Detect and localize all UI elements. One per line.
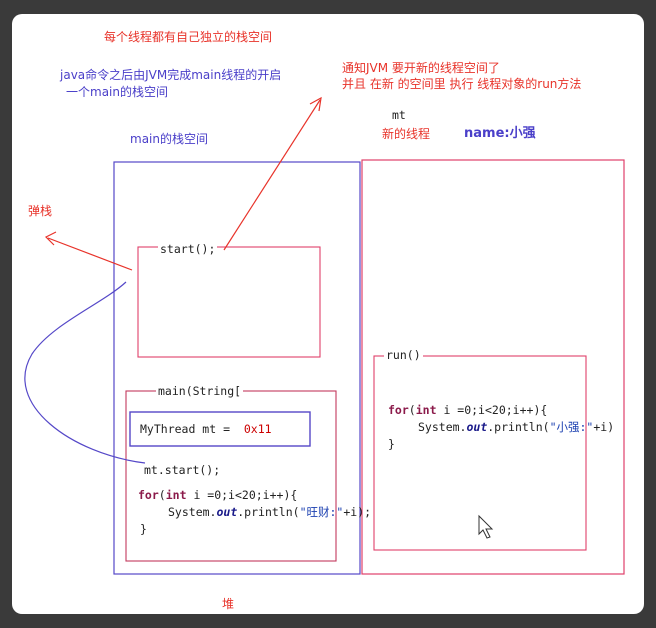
heap-label: 堆 <box>222 597 235 611</box>
run-println-line: System.out.println("小强:"+i) <box>418 420 615 434</box>
new-thread-box <box>361 159 625 575</box>
main-stack-box <box>113 161 361 575</box>
mt-label: mt <box>392 108 406 122</box>
note-java-cmd-1: java命令之后由JVM完成main线程的开启 <box>60 68 282 82</box>
name-label: name:小强 <box>464 126 536 141</box>
diagram-canvas: 每个线程都有自己独立的栈空间 java命令之后由JVM完成main线程的开启 一… <box>12 14 644 614</box>
note-java-cmd-2: 一个main的栈空间 <box>66 85 168 99</box>
pop-arrow <box>47 237 133 271</box>
new-thread-label: 新的线程 <box>382 127 431 141</box>
main-for-line: for(int i =0;i<20;i++){ <box>138 488 298 502</box>
pop-stack-label: 弹栈 <box>28 204 53 218</box>
address-value: 0x11 <box>243 422 272 436</box>
main-close-brace: } <box>140 522 147 536</box>
cursor-icon <box>478 514 494 539</box>
start-call: start(); <box>158 242 218 257</box>
start-frame-box <box>137 246 321 358</box>
run-for-line: for(int i =0;i<20;i++){ <box>388 403 548 417</box>
run-close-brace: } <box>388 437 395 451</box>
note-notify-2: 并且 在新 的空间里 执行 线程对象的run方法 <box>342 77 582 91</box>
mt-start-call: mt.start(); <box>144 463 221 477</box>
pop-arrow-head <box>44 231 57 246</box>
notify-arrow <box>223 99 321 251</box>
start-curve <box>24 281 146 464</box>
mythread-decl: MyThread mt = 0x11 <box>140 422 272 436</box>
notify-arrow-head <box>309 96 322 112</box>
run-header: run() <box>384 348 423 363</box>
note-notify-1: 通知JVM 要开新的线程空间了 <box>342 61 500 75</box>
main-println-line: System.out.println("旺财:"+i); <box>168 505 372 519</box>
run-frame-box <box>373 355 587 551</box>
main-header: main(String[ <box>156 384 244 399</box>
diagram-lines <box>24 96 625 575</box>
note-thread-own-stack: 每个线程都有自己独立的栈空间 <box>104 30 273 44</box>
main-stack-label: main的栈空间 <box>130 132 208 146</box>
mythread-box <box>129 411 311 447</box>
